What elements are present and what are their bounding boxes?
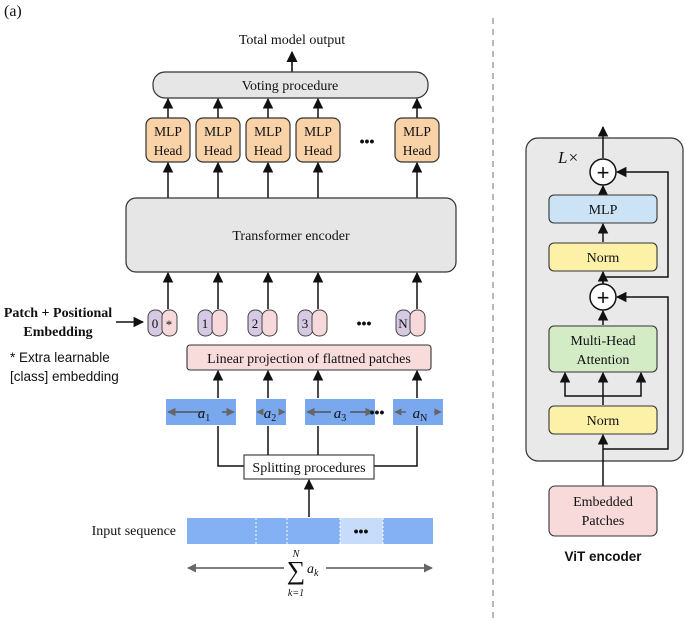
svg-text:2: 2 — [252, 316, 259, 331]
voting-box — [152, 71, 429, 99]
embedded-patches-box — [548, 485, 658, 537]
embedded-patches-line1: Embedded — [573, 495, 633, 510]
svg-text:a2: a2 — [264, 406, 277, 424]
svg-text:k=1: k=1 — [288, 588, 304, 599]
input-sequence-label: Input sequence — [92, 524, 176, 539]
token-3: 3 — [297, 309, 328, 337]
segment-a1: a1 — [166, 399, 236, 425]
svg-text:Head: Head — [304, 143, 333, 158]
svg-text:MLP: MLP — [254, 124, 282, 139]
linear-projection-box — [186, 344, 432, 371]
token-2: 2 — [247, 309, 278, 337]
segment-to-projection-arrows — [212, 369, 423, 398]
segment-a3: a3 — [305, 399, 375, 425]
svg-text:∑: ∑ — [287, 556, 306, 585]
mlp-head-4: MLP Head — [295, 117, 341, 163]
repeat-label: L× — [557, 148, 579, 167]
svg-text:Head: Head — [204, 143, 233, 158]
svg-text:a1: a1 — [198, 406, 211, 424]
svg-text:N: N — [292, 549, 301, 560]
svg-text:•••: ••• — [354, 523, 369, 539]
qkv-arrows — [559, 371, 647, 405]
vit-norm-top-label: Norm — [587, 251, 620, 266]
residual-add-middle: + — [589, 283, 617, 311]
token-ellipsis: ••• — [357, 315, 372, 331]
vit-attention-label-line2: Attention — [577, 353, 630, 368]
segment-an: aN — [393, 399, 443, 425]
transformer-to-head-arrows — [162, 161, 423, 198]
patch-embedding-label-line1: Patch + Positional — [4, 306, 112, 321]
voting-label: Voting procedure — [242, 79, 339, 94]
svg-text:aN: aN — [413, 406, 428, 424]
residual-skip-bottom — [603, 291, 669, 450]
svg-text:0: 0 — [152, 316, 159, 331]
panel-label: (a) — [4, 3, 22, 20]
splitting-label: Splitting procedures — [252, 461, 365, 476]
svg-text:*: * — [166, 317, 173, 332]
mlp-head-n: MLP Head — [394, 117, 440, 163]
mlp-head-ellipsis: ••• — [360, 133, 375, 149]
token-to-transformer-arrows — [162, 271, 423, 309]
extra-learnable-line1: * Extra learnable — [10, 350, 110, 365]
vit-norm-bottom-label: Norm — [587, 414, 620, 429]
patch-embedding-label-line2: Embedding — [23, 325, 92, 340]
summation-formula: N ∑ k=1 ak — [287, 549, 319, 599]
vit-mlp-label: MLP — [589, 203, 618, 218]
transformer-encoder-label: Transformer encoder — [232, 229, 350, 244]
splitting-connectors — [217, 426, 418, 467]
mlp-head-2: MLP Head — [195, 117, 241, 163]
residual-skip-top — [602, 166, 669, 283]
embedded-patches-line2: Patches — [582, 514, 625, 529]
svg-text:3: 3 — [302, 316, 309, 331]
segment-a2: a2 — [256, 399, 286, 425]
svg-text:Head: Head — [403, 143, 432, 158]
svg-text:a3: a3 — [334, 406, 347, 424]
segment-ellipsis: ••• — [370, 404, 385, 420]
svg-text:MLP: MLP — [154, 124, 182, 139]
svg-text:1: 1 — [202, 316, 209, 331]
extra-learnable-line2: [class] embedding — [10, 369, 119, 384]
total-output-label: Total model output — [239, 33, 345, 48]
svg-text:Head: Head — [254, 143, 283, 158]
head-to-voting-arrows — [162, 97, 423, 118]
svg-text:MLP: MLP — [304, 124, 332, 139]
svg-text:MLP: MLP — [403, 124, 431, 139]
svg-text:+: + — [597, 285, 610, 310]
mlp-head-1: MLP Head — [145, 117, 191, 163]
mlp-head-3: MLP Head — [245, 117, 291, 163]
svg-text:ak: ak — [307, 562, 319, 579]
token-n: N — [395, 309, 426, 337]
svg-text:Head: Head — [154, 143, 183, 158]
residual-add-top: + — [589, 158, 617, 186]
svg-text:N: N — [398, 316, 408, 331]
svg-text:+: + — [597, 160, 610, 185]
input-sequence-bar: ••• — [187, 518, 433, 544]
token-class: 0 * — [147, 309, 178, 337]
transformer-encoder-box — [125, 197, 457, 273]
vit-attention-label-line1: Multi-Head — [570, 334, 635, 349]
splitting-box — [243, 454, 375, 480]
token-1: 1 — [197, 309, 228, 337]
vit-encoder-title: ViT encoder — [564, 549, 642, 564]
linear-projection-label: Linear projection of flattned patches — [207, 352, 411, 367]
svg-text:MLP: MLP — [204, 124, 232, 139]
